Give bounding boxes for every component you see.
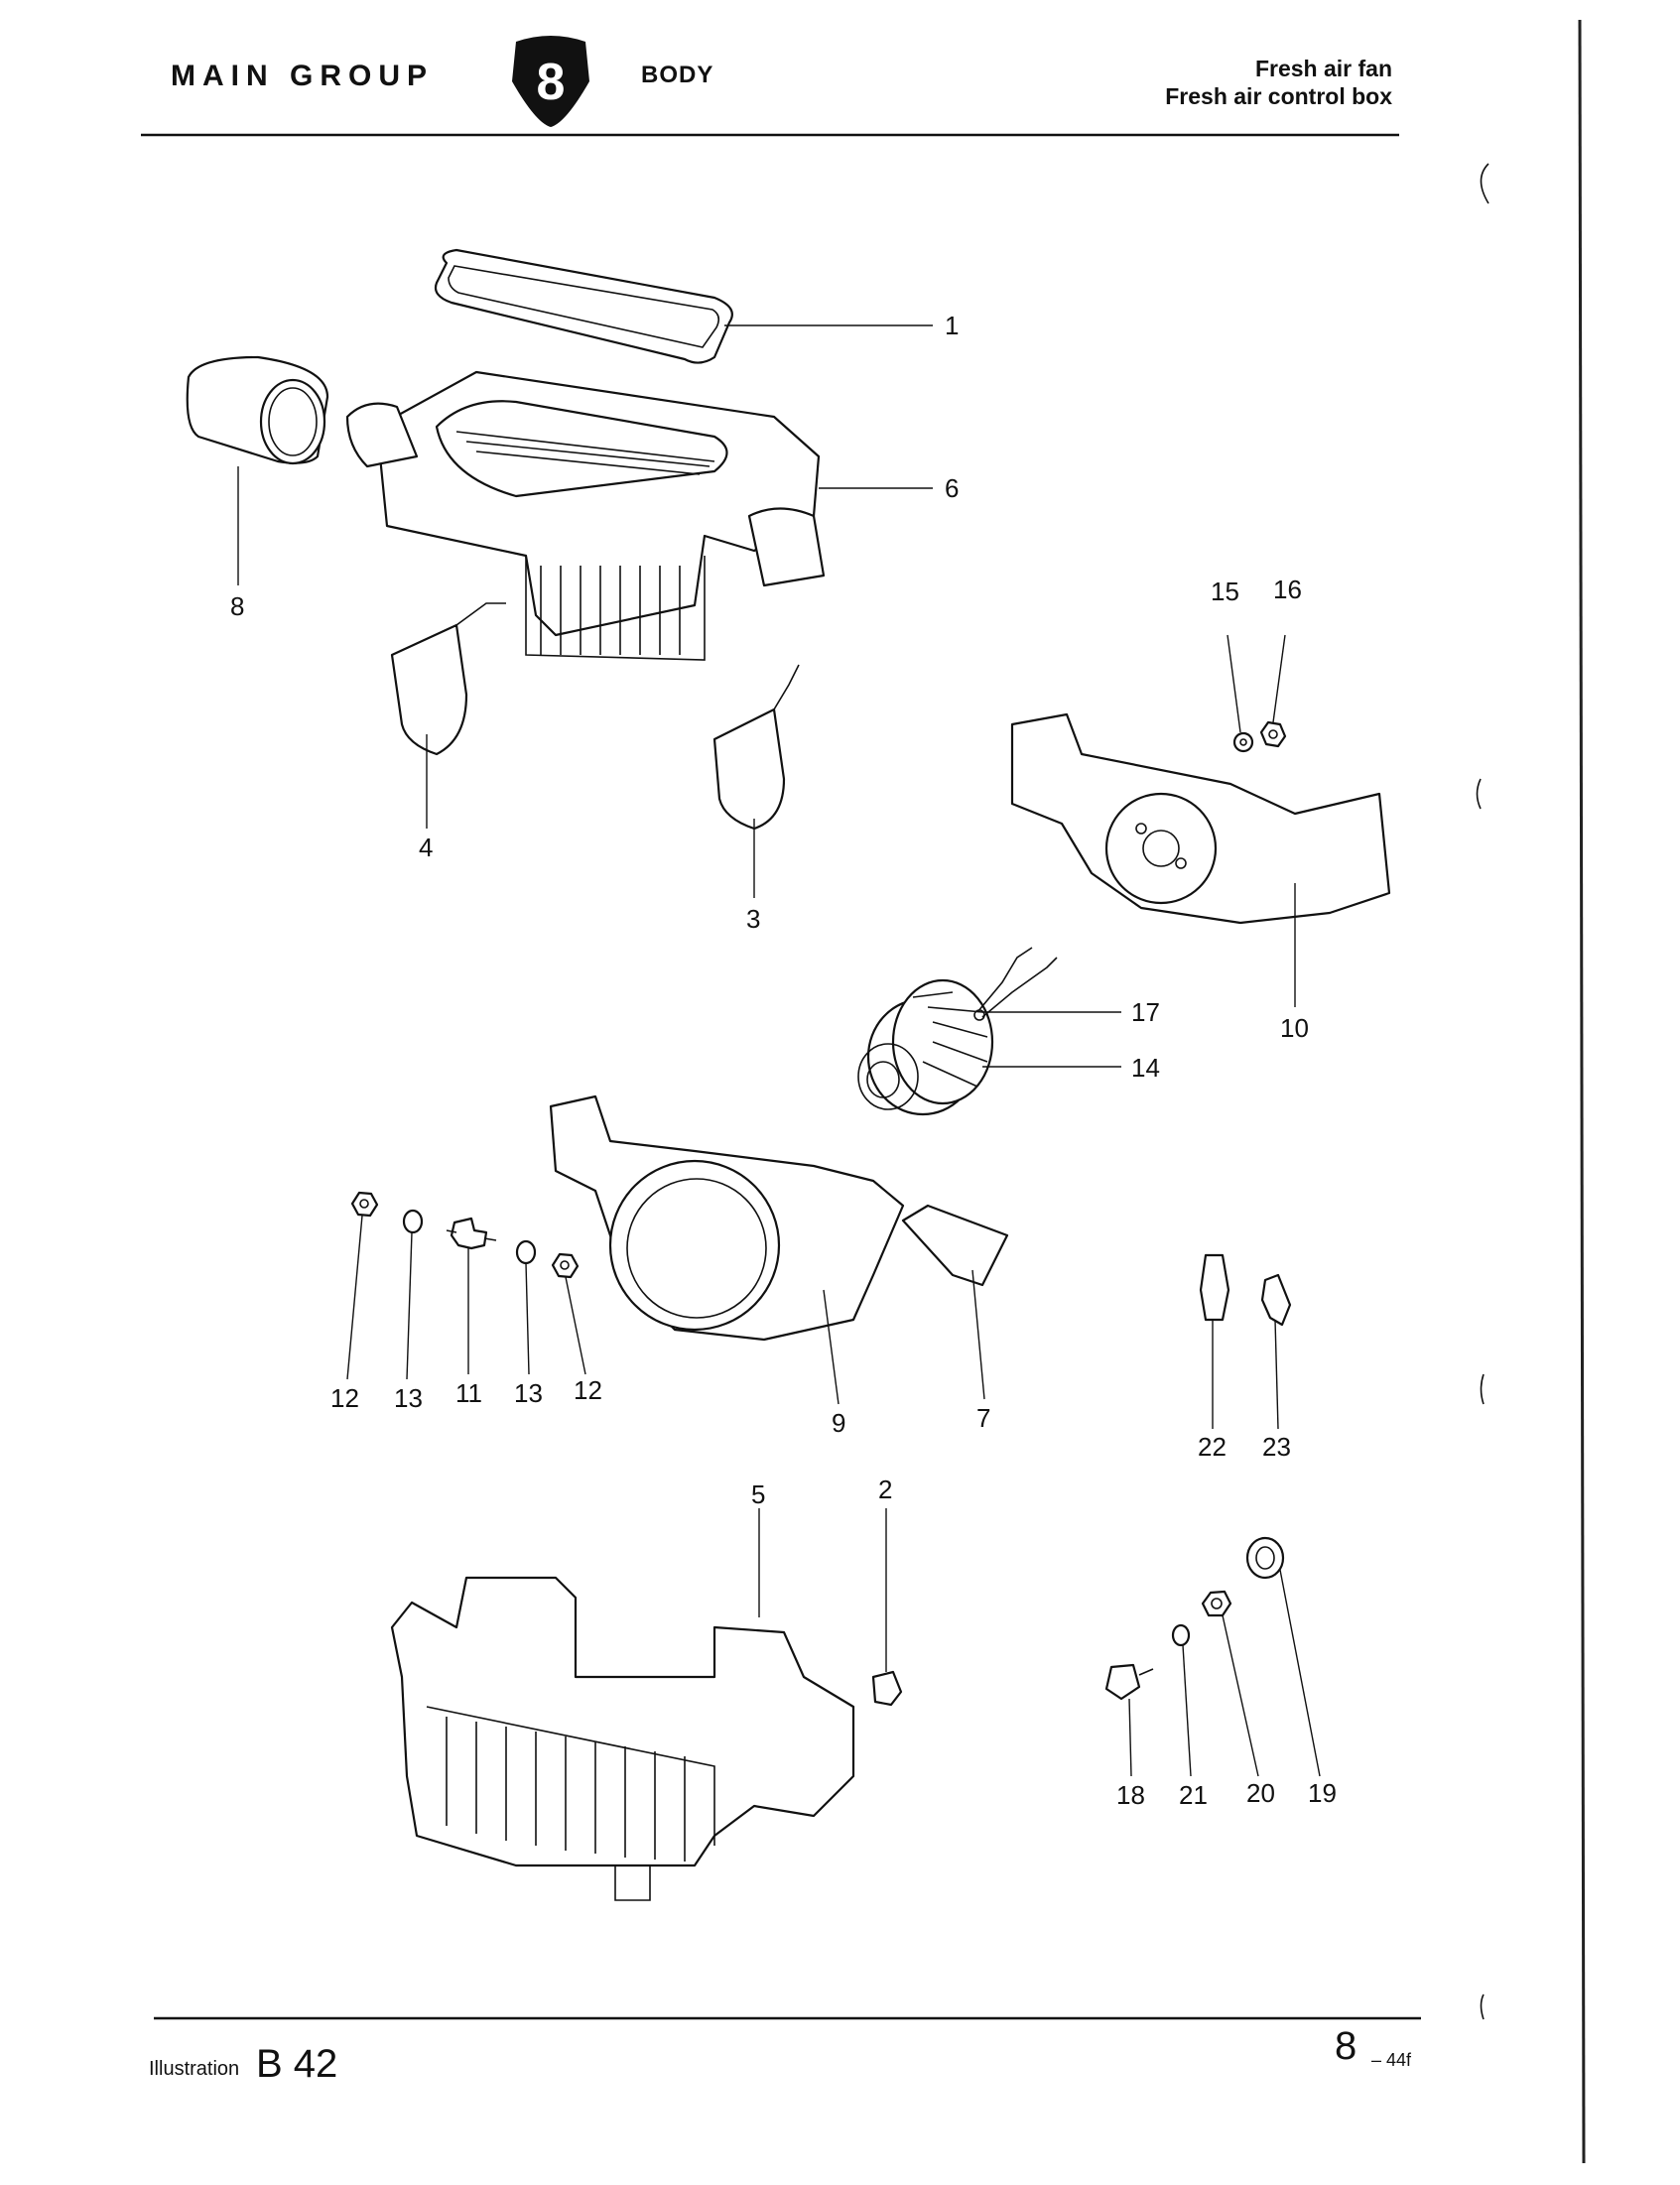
callout-13-right: 13 [514,1378,543,1408]
callout-15: 15 [1211,577,1239,606]
part-10-fan-housing [1010,712,1391,925]
callout-12-left: 12 [330,1383,359,1413]
part-1-seal [434,248,733,364]
group-number: 8 [537,54,566,111]
page-number: 8 [1335,2024,1357,2068]
part-14-fan-motor [857,978,994,1116]
section-label: BODY [641,62,714,88]
callout-2: 2 [878,1475,892,1504]
part-17-wiring [973,947,1058,1021]
callout-19: 19 [1308,1778,1337,1808]
part-11-connector [446,1217,497,1250]
callout-5: 5 [751,1479,765,1509]
main-group-label: MAIN GROUP [171,60,434,92]
part-20-nut [1201,1590,1232,1617]
leader-lines [237,324,1321,1777]
illustration-label: Illustration [149,2058,240,2080]
callout-18: 18 [1116,1780,1145,1810]
callout-7: 7 [976,1403,990,1433]
page-suffix: – 44f [1371,2050,1412,2070]
illustration-code: B 42 [256,2042,338,2086]
part-2-clip [871,1670,903,1707]
part-3-flap [712,664,800,831]
callout-1: 1 [945,311,959,340]
callout-8: 8 [230,591,244,621]
part-21-washer [1171,1623,1191,1647]
callout-11: 11 [455,1378,482,1408]
callout-labels: 1 6 8 4 3 15 16 10 17 14 12 13 11 13 12 … [230,311,1337,1810]
part-15-washer [1232,731,1254,753]
group-number-badge: 8 [512,36,589,127]
callout-23: 23 [1262,1432,1291,1462]
part-18-knob [1104,1663,1154,1701]
callout-20: 20 [1246,1778,1275,1808]
part-8-sleeve [186,355,329,465]
callout-13-left: 13 [394,1383,423,1413]
part-6-upper-housing [345,370,826,661]
part-13-washer-right [515,1239,537,1265]
callout-4: 4 [419,833,433,862]
part-12-nut-left [350,1191,379,1218]
part-23-clip [1260,1273,1292,1327]
binding-edge [1578,19,1586,2164]
callout-21: 21 [1179,1780,1208,1810]
part-9-fan-housing [549,1094,905,1342]
page-title-line2: Fresh air control box [1165,83,1392,109]
part-19-grommet [1245,1536,1285,1580]
callout-12-right: 12 [574,1375,602,1405]
part-22-plug [1199,1253,1230,1322]
part-4-flap [390,602,506,756]
callout-16: 16 [1273,575,1302,604]
callout-10: 10 [1280,1013,1309,1043]
part-13-washer-left [402,1209,424,1234]
part-16-nut [1259,720,1287,748]
part-5-lower-box [390,1576,855,1901]
callout-9: 9 [832,1408,845,1438]
page-title-line1: Fresh air fan [1254,56,1392,81]
callout-14: 14 [1131,1053,1160,1083]
callout-22: 22 [1198,1432,1227,1462]
callout-17: 17 [1131,997,1160,1027]
part-12-nut-right [551,1252,580,1279]
callout-3: 3 [746,904,760,934]
callout-6: 6 [945,473,959,503]
part-7-bracket [901,1204,1009,1287]
